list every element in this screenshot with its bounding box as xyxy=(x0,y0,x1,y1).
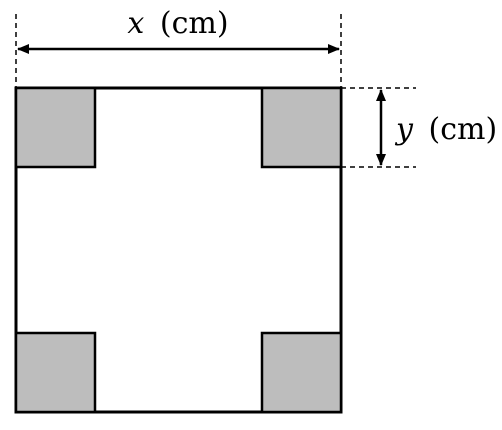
corner-square-bottom-right xyxy=(260,331,343,414)
corner-square-top-right xyxy=(260,86,343,169)
corner-square-top-left xyxy=(14,86,97,169)
height-label: y (cm) xyxy=(394,112,497,147)
width-unit: (cm) xyxy=(160,6,229,41)
height-variable: y xyxy=(394,112,414,147)
corner-square-bottom-left xyxy=(14,331,97,414)
width-label: x (cm) xyxy=(127,6,228,41)
width-variable: x xyxy=(127,6,144,41)
height-unit: (cm) xyxy=(429,112,498,147)
